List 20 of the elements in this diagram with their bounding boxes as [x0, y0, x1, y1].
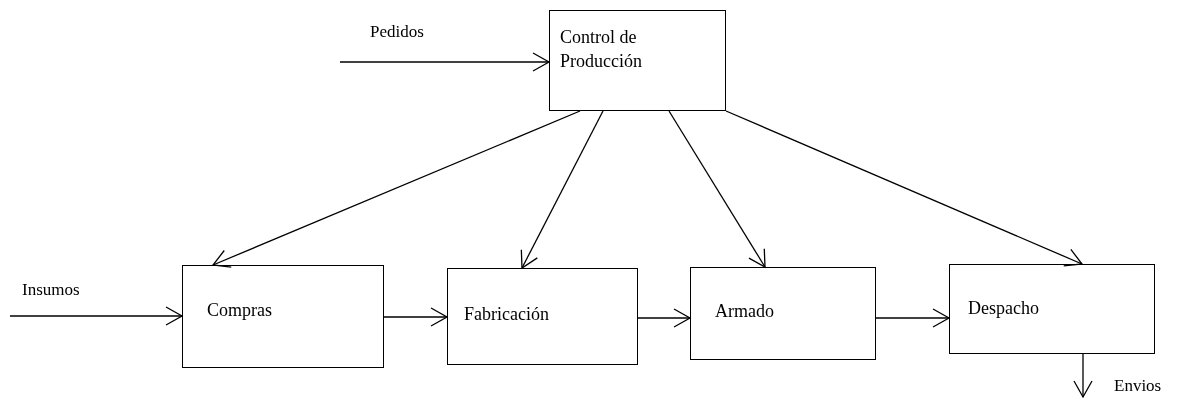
arrow — [339, 52, 550, 72]
arrow — [1073, 353, 1093, 398]
process-box — [182, 265, 384, 368]
process-box — [690, 267, 876, 360]
process-box — [447, 268, 638, 365]
box-label: Compras — [207, 299, 273, 322]
box-label: Fabricación — [464, 303, 550, 326]
process-box — [549, 10, 726, 111]
box-label: Control de Producción — [560, 26, 643, 73]
process-box — [949, 264, 1155, 354]
arrow — [520, 110, 604, 269]
arrow — [637, 308, 691, 328]
arrow — [875, 308, 950, 328]
box-label: Armado — [715, 300, 775, 323]
arrow — [383, 307, 448, 327]
arrow — [9, 306, 183, 326]
arrow — [668, 110, 766, 268]
arrow — [725, 110, 1083, 267]
box-label: Despacho — [968, 297, 1040, 320]
arrow — [212, 110, 581, 268]
